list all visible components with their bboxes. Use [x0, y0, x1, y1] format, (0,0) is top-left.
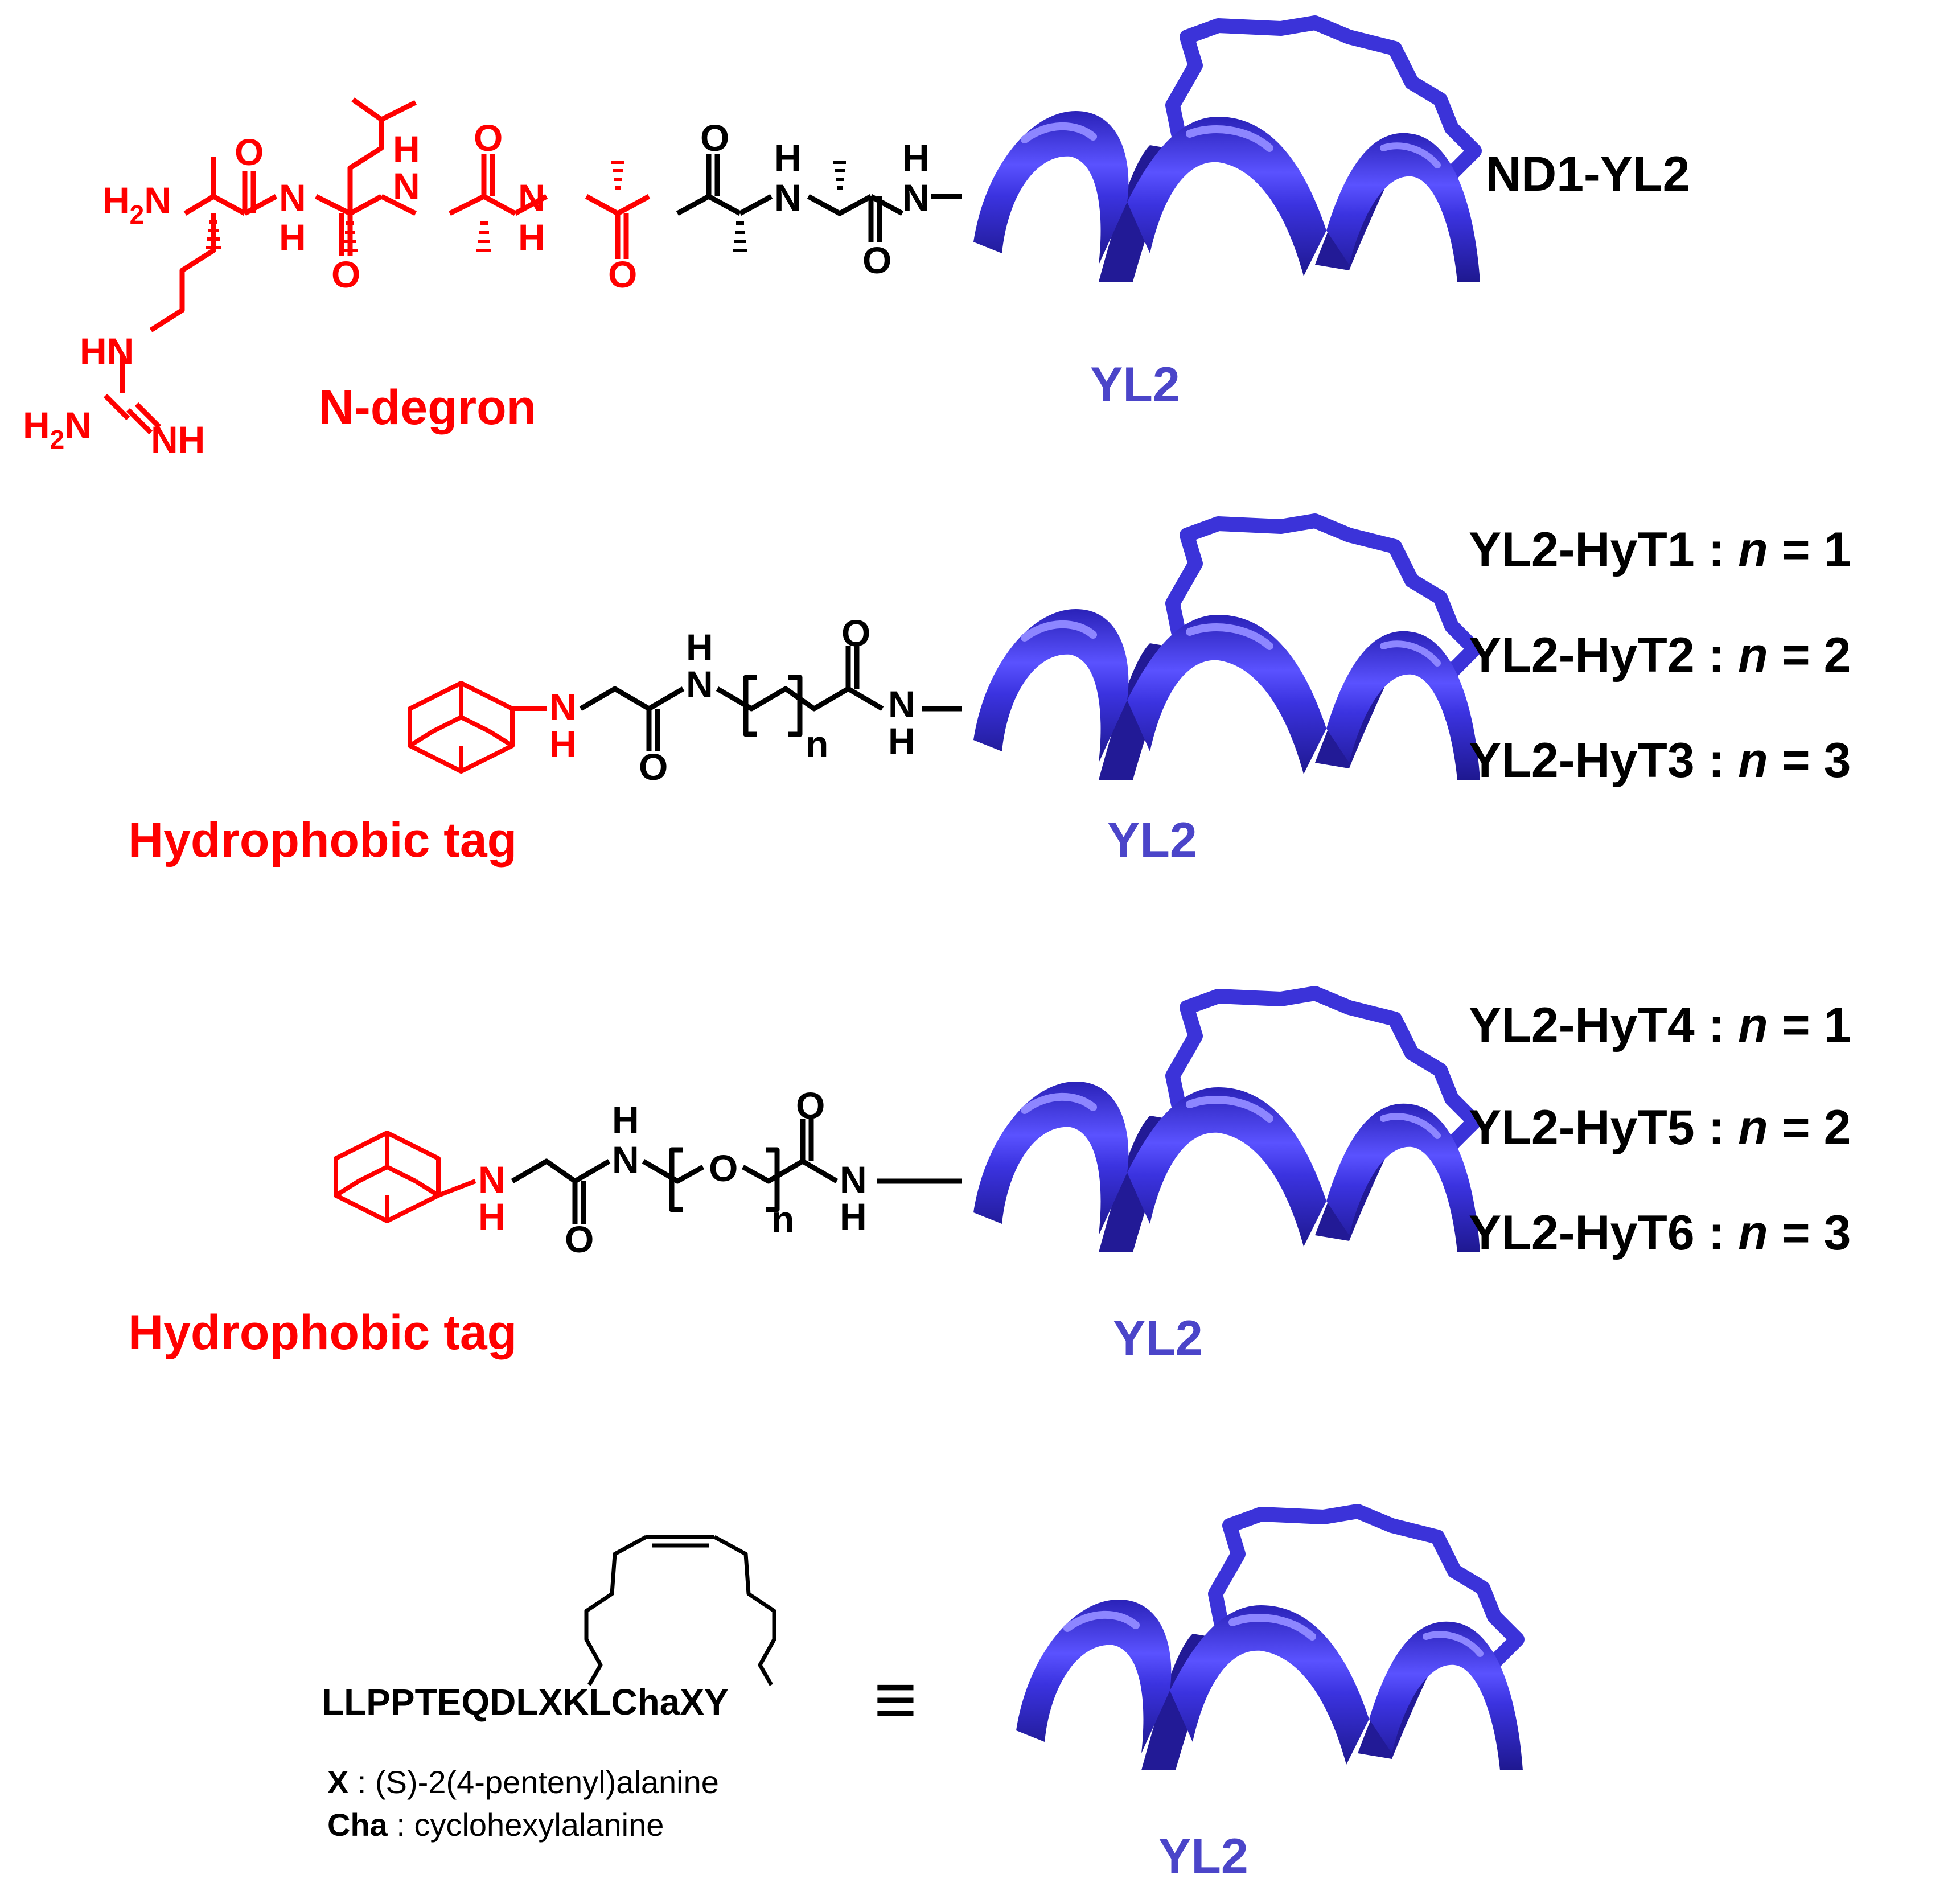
compound-3: N H O N H O O N H n Hydrophobic tag YL2 … — [128, 993, 1851, 1366]
ndegron-atoms: H2N O N H O N H O N H O HN H2N NH — [23, 117, 637, 461]
helix-ribbon — [1016, 1511, 1523, 1770]
helix-label: YL2 — [1158, 1829, 1248, 1884]
atom-h: H — [902, 137, 930, 179]
atom-nh: NH — [151, 418, 205, 461]
variant-label: YL2-HyT3 : n = 3 — [1469, 733, 1851, 788]
atom-h: H — [888, 720, 915, 762]
adamantane-structure — [408, 681, 547, 774]
atom-h: H — [518, 216, 545, 258]
atom-n: N — [902, 176, 930, 219]
atom-o: O — [841, 612, 870, 654]
linker-atoms-3: O N H O O N H n — [565, 1084, 867, 1260]
atom-o: O — [608, 253, 637, 295]
compound-2: N H O N H O N H n Hydrophobic tag YL2 YL… — [128, 521, 1851, 868]
linker-atoms-2: O N H O N H n — [639, 612, 915, 788]
legend-item-x: X : (S)-2(4-pentenyl)alanine — [327, 1764, 719, 1800]
repeat-n: n — [771, 1198, 794, 1240]
atom-o: O — [796, 1084, 825, 1127]
linker-structure-3 — [511, 1119, 962, 1224]
atom-n: N — [774, 176, 802, 219]
atom-n: N — [840, 1158, 867, 1201]
repeat-n: n — [806, 723, 828, 765]
sequence-panel: LLPPTEQDLXKLChaXY ≡ YL2 X : (S)-2(4-pent… — [322, 1511, 1523, 1884]
equivalence-symbol: ≡ — [874, 1658, 917, 1741]
atom-h: H — [393, 128, 420, 170]
stereo-hashes-black — [733, 161, 846, 252]
tag-atoms-3: N H — [478, 1158, 506, 1238]
atom-o: O — [639, 746, 668, 788]
atom-n: N — [888, 683, 915, 725]
peptide-sequence: LLPPTEQDLXKLChaXY — [322, 1682, 729, 1723]
variant-label: YL2-HyT6 : n = 3 — [1469, 1206, 1851, 1260]
variant-label: YL2-HyT4 : n = 1 — [1469, 998, 1851, 1053]
helix-ribbon — [973, 23, 1480, 282]
atom-o: O — [235, 131, 264, 173]
fragment-label-tag: Hydrophobic tag — [128, 813, 517, 868]
atom-o: O — [700, 117, 729, 159]
atom-h: H — [612, 1099, 639, 1141]
compound-name: ND1-YL2 — [1486, 147, 1690, 202]
fragment-label-tag: Hydrophobic tag — [128, 1305, 517, 1360]
atom-h: H — [774, 137, 802, 179]
helix-label: YL2 — [1090, 357, 1180, 412]
atom-n: N — [279, 176, 306, 219]
helix-ribbon — [973, 993, 1480, 1252]
helix-label: YL2 — [1113, 1311, 1203, 1366]
adamantane-structure — [334, 1131, 476, 1223]
atom-o: O — [565, 1218, 594, 1260]
atom-o: O — [862, 239, 891, 281]
variant-label: YL2-HyT2 : n = 2 — [1469, 628, 1851, 683]
variant-label: YL2-HyT5 : n = 2 — [1469, 1100, 1851, 1155]
atom-h: H — [549, 723, 577, 765]
atom-hn: HN — [80, 330, 134, 372]
atom-h2n: H2N — [102, 179, 171, 229]
variant-label: YL2-HyT1 : n = 1 — [1469, 523, 1851, 577]
atom-o: O — [474, 117, 503, 159]
atom-h: H — [478, 1195, 506, 1238]
linker-structure-2 — [579, 646, 962, 751]
atom-n: N — [612, 1138, 639, 1181]
fragment-label-ndegron: N-degron — [319, 380, 536, 435]
linker-atoms-1: O N H O N H — [700, 117, 930, 281]
legend: X : (S)-2(4-pentenyl)alanine Cha : cyclo… — [327, 1764, 719, 1843]
atom-n: N — [518, 176, 545, 219]
atom-h: H — [686, 626, 713, 668]
staple-structure — [584, 1535, 776, 1686]
compound-1: H2N O N H O N H O N H O HN H2N NH O N H … — [23, 23, 1690, 461]
atom-n: N — [549, 686, 577, 728]
linker-structure-1 — [676, 154, 962, 242]
atom-h: H — [279, 216, 306, 258]
variant-list-3: YL2-HyT4 : n = 1 YL2-HyT5 : n = 2 YL2-Hy… — [1469, 998, 1851, 1260]
helix-ribbon — [973, 521, 1480, 780]
atom-o: O — [709, 1147, 738, 1189]
atom-n: N — [393, 165, 420, 207]
legend-item-cha: Cha : cyclohexylalanine — [327, 1807, 664, 1843]
tag-atoms-2: N H — [549, 686, 577, 765]
atom-n: N — [478, 1158, 506, 1201]
atom-h2n: H2N — [23, 404, 92, 454]
helix-label: YL2 — [1107, 813, 1197, 868]
atom-h: H — [840, 1195, 867, 1238]
atom-o: O — [331, 253, 360, 295]
atom-n: N — [686, 663, 713, 705]
variant-list-2: YL2-HyT1 : n = 1 YL2-HyT2 : n = 2 YL2-Hy… — [1469, 523, 1851, 788]
stereo-hashes-red — [206, 161, 624, 252]
